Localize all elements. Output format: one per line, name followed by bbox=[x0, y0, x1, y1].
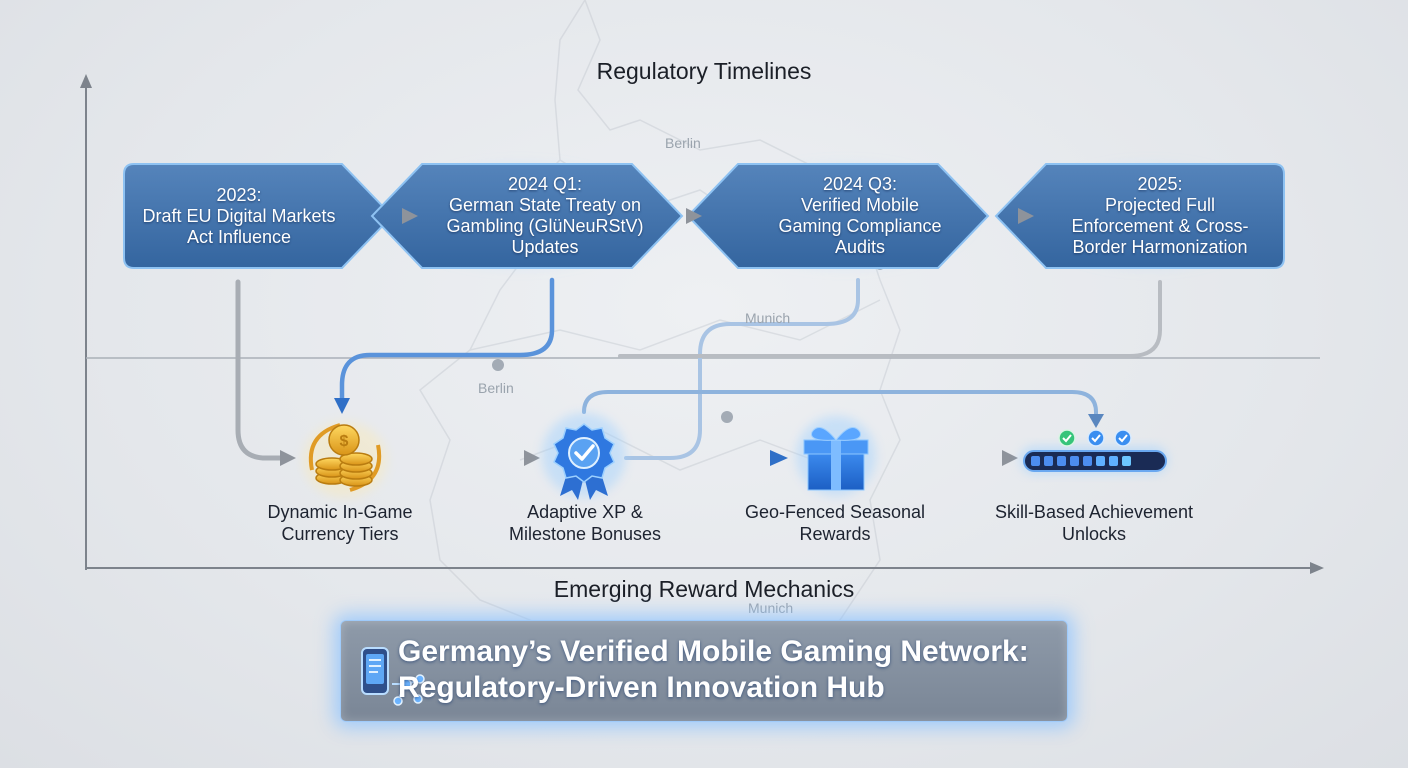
stage-year: 2024 Q1: bbox=[507, 174, 583, 194]
connector-q3-to-badge bbox=[624, 278, 860, 460]
map-label-munich-north: Munich bbox=[745, 310, 791, 326]
mechanic-connectors bbox=[388, 450, 1018, 466]
mechanic-label-currency: Dynamic In-Game Currency Tiers bbox=[267, 502, 413, 544]
stage-description: Projected Full Enforcement & Cross-Borde… bbox=[1071, 195, 1249, 257]
coins-icon: $ bbox=[303, 422, 387, 498]
connector-2023-to-currency bbox=[235, 279, 285, 461]
stage-2023: 2023: Draft EU Digital Markets Act Influ… bbox=[134, 168, 344, 264]
map-label-berlin-north: Berlin bbox=[665, 135, 701, 151]
background-map bbox=[419, 0, 901, 661]
stage-shape-2023 bbox=[123, 163, 394, 269]
hub-title-line1: Germany’s Verified Mobile Gaming Network… bbox=[398, 635, 1029, 668]
gift-box-icon bbox=[796, 416, 876, 496]
flow-connectors bbox=[235, 277, 1162, 466]
phone-network-icon bbox=[361, 647, 425, 706]
badge-check-icon bbox=[542, 413, 626, 500]
stage-2025: 2025: Projected Full Enforcement & Cross… bbox=[1040, 168, 1280, 264]
achievement-check-icons bbox=[1058, 429, 1132, 447]
reward-mechanics-title: Emerging Reward Mechanics bbox=[553, 576, 855, 602]
stage-description: German State Treaty on Gambling (GlüNeuR… bbox=[446, 195, 644, 257]
map-label-berlin-south: Berlin bbox=[478, 380, 514, 396]
stage-2024-q1: 2024 Q1: German State Treaty on Gambling… bbox=[420, 168, 670, 264]
stage-connectors bbox=[364, 208, 1034, 224]
connector-2025-to-progress bbox=[618, 280, 1162, 358]
mechanic-label-skill: Skill-Based Achievement Unlocks bbox=[994, 502, 1194, 544]
connector-badge-to-progress bbox=[582, 390, 1098, 420]
stage-shape-2025 bbox=[994, 163, 1285, 269]
svg-text:$: $ bbox=[340, 433, 349, 450]
regulatory-timelines-title: Regulatory Timelines bbox=[596, 58, 812, 84]
timeline-stages bbox=[123, 163, 1285, 269]
progress-bar-icon bbox=[1020, 429, 1168, 474]
connector-q1-to-currency bbox=[339, 277, 555, 403]
hub-title-line2: Regulatory-Driven Innovation Hub bbox=[398, 671, 885, 704]
stage-description: Draft EU Digital Markets Act Influence bbox=[142, 205, 336, 247]
stage-year: 2023: bbox=[216, 184, 262, 205]
stage-description: Verified Mobile Gaming Compliance Audits bbox=[778, 195, 942, 257]
stage-year: 2025: bbox=[1137, 174, 1183, 194]
hub-banner bbox=[340, 620, 1068, 722]
mechanic-label-xp: Adaptive XP & Milestone Bonuses bbox=[508, 502, 662, 544]
stage-year: 2024 Q3: bbox=[822, 174, 898, 194]
mechanic-label-geo: Geo-Fenced Seasonal Rewards bbox=[744, 502, 926, 544]
map-label-munich-south: Munich bbox=[748, 600, 794, 616]
hub-title: Germany’s Verified Mobile Gaming Network… bbox=[398, 634, 1058, 706]
stage-2024-q3: 2024 Q3: Verified Mobile Gaming Complian… bbox=[735, 168, 985, 264]
